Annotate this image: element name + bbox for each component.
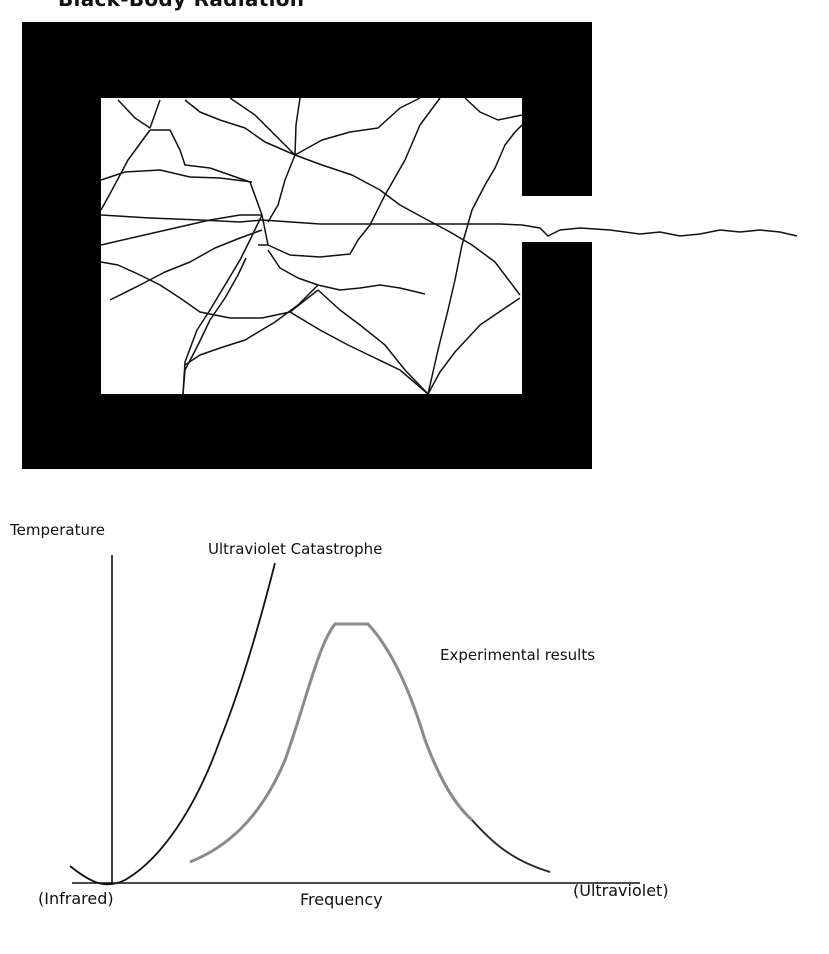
axis-label-infrared: (Infrared) [38, 889, 114, 908]
ray-7 [294, 97, 301, 156]
graph-axes [72, 555, 640, 884]
ray-5 [184, 99, 296, 156]
ray-4 [100, 169, 253, 183]
ray-19 [184, 284, 319, 366]
ray-2 [100, 129, 151, 211]
diagram-title: Black-Body Radiation [58, 0, 304, 11]
label-ultraviolet-catastrophe: Ultraviolet Catastrophe [208, 540, 383, 558]
ray-17 [109, 229, 263, 301]
ray-1 [117, 99, 161, 129]
axis-label-ultraviolet: (Ultraviolet) [573, 881, 669, 900]
ray-14 [182, 214, 263, 395]
ray-22 [427, 297, 521, 395]
experimental-results-curve-rising [189, 622, 473, 864]
ray-15 [258, 97, 441, 258]
ray-10 [464, 97, 523, 121]
axis-label-frequency: Frequency [300, 890, 383, 909]
escaping-ray [521, 224, 798, 237]
ray-9 [294, 154, 521, 296]
ray-18 [267, 249, 426, 295]
radiation-paths [100, 97, 523, 395]
ray-11 [267, 154, 296, 223]
ray-12 [100, 214, 523, 226]
black-body-cavity [22, 22, 594, 469]
ray-21 [289, 311, 429, 395]
ray-16 [100, 261, 319, 319]
ray-6 [229, 97, 296, 156]
label-experimental-results: Experimental results [440, 646, 596, 664]
ray-24 [182, 257, 247, 395]
ultraviolet-catastrophe-curve [69, 562, 276, 886]
ray-23 [427, 124, 523, 395]
ray-20 [317, 289, 429, 395]
cavity-interior [101, 98, 522, 394]
ray-8 [294, 97, 421, 156]
experimental-results-curve-falling [471, 819, 551, 873]
axis-label-temperature: Temperature [10, 521, 106, 539]
cavity-opening [520, 196, 594, 242]
